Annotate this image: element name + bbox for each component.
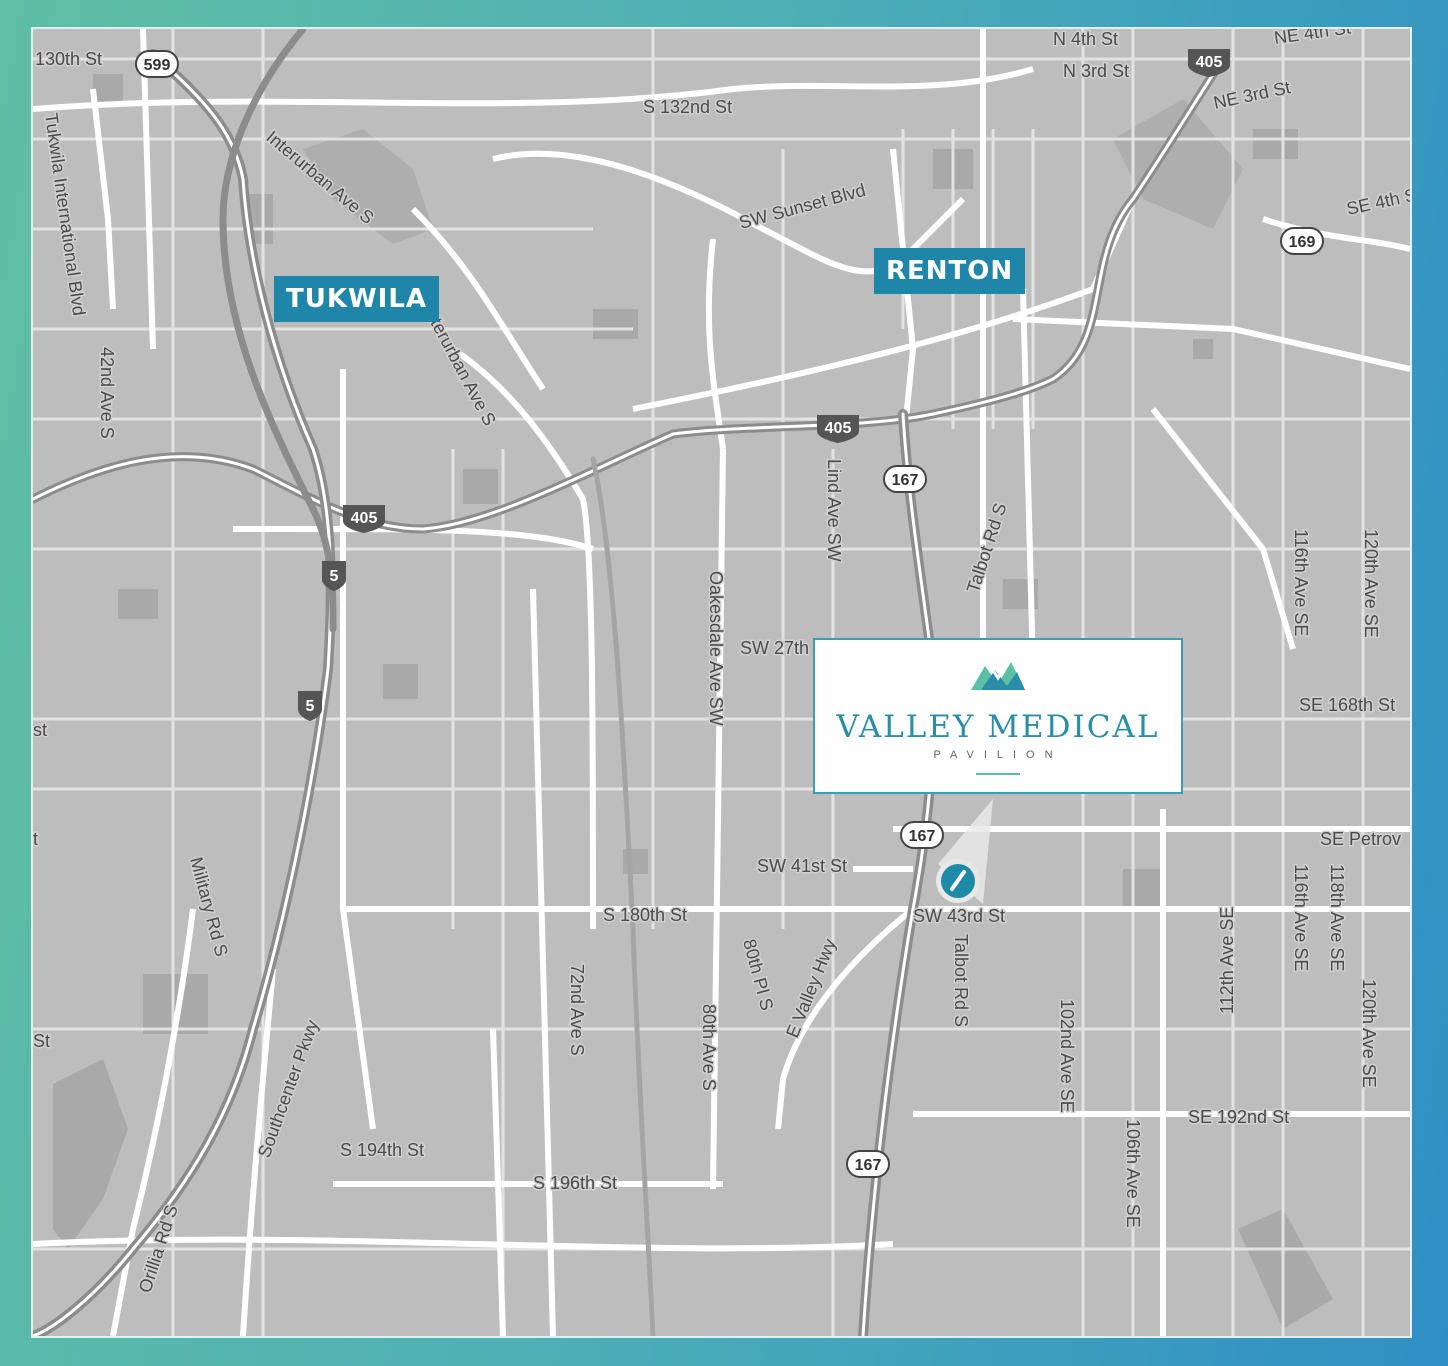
svg-text:599: 599 (144, 57, 171, 74)
shield-sr169: 169 (1280, 227, 1324, 255)
shield-sr167-north: 167 (883, 465, 927, 493)
svg-text:405: 405 (825, 420, 852, 437)
street-label: NE 3rd St (1212, 77, 1292, 113)
shield-sr167-south: 167 (846, 1150, 890, 1178)
major-roads (33, 29, 1410, 1336)
street-label: SW Sunset Blvd (737, 180, 868, 233)
street-label: 116th Ave SE (1291, 529, 1311, 636)
street-label: N 3rd St (1063, 61, 1129, 81)
street-label: St (33, 1031, 50, 1051)
street-label: SW 43rd St (913, 906, 1005, 926)
logo-divider (976, 773, 1020, 775)
street-label: Tukwila International Blvd (41, 112, 89, 317)
street-label: t (33, 829, 38, 849)
street-label: Lind Ave SW (824, 459, 844, 562)
svg-text:405: 405 (1196, 54, 1223, 71)
street-label: 80th Pl S (739, 937, 777, 1013)
street-label: st (33, 720, 47, 740)
city-label-renton: RENTON (874, 248, 1026, 294)
street-label: 72nd Ave S (567, 964, 587, 1056)
svg-text:167: 167 (892, 472, 919, 489)
minor-roads (33, 29, 1410, 1336)
street-label: 120th Ave SE (1361, 529, 1381, 638)
logo-subtitle: PAVILION (933, 749, 1063, 761)
shield-i405-north: 405 (1188, 49, 1230, 77)
valley-mountains-logo-icon (971, 662, 1025, 690)
street-label: 102nd Ave SE (1057, 999, 1077, 1113)
location-pin-icon[interactable] (936, 799, 993, 904)
street-label: S 196th St (533, 1173, 617, 1193)
street-label: 106th Ave SE (1123, 1119, 1143, 1228)
street-label: S 132nd St (643, 97, 732, 117)
street-label: SE 4th St (1345, 184, 1410, 219)
street-label: Talbot Rd S (951, 934, 971, 1027)
street-label: 42nd Ave S (97, 347, 117, 439)
street-label: 80th Ave S (699, 1004, 719, 1091)
svg-text:169: 169 (1289, 234, 1316, 251)
street-label: N 4th St (1053, 29, 1118, 49)
city-label-tukwila: TUKWILA (274, 276, 440, 322)
svg-text:5: 5 (306, 698, 315, 715)
shield-i405-center: 405 (817, 415, 859, 443)
shield-i405-west: 405 (343, 505, 385, 533)
street-label: SE 168th St (1299, 695, 1395, 715)
street-label: 130th St (35, 49, 102, 69)
street-label: NE 4th St (1273, 29, 1352, 48)
street-map[interactable]: 599 405 405 405 5 5 167 167 (33, 29, 1410, 1336)
street-label: S 194th St (340, 1140, 424, 1160)
shield-sr599: 599 (135, 50, 179, 78)
logo-name: VALLEY MEDICAL (836, 709, 1160, 745)
svg-text:5: 5 (330, 568, 339, 585)
street-label: 120th Ave SE (1359, 979, 1379, 1088)
valley-medical-logo-card[interactable]: VALLEY MEDICAL PAVILION (813, 638, 1183, 794)
shield-i5-lower: 5 (298, 691, 322, 721)
street-label: SE 192nd St (1188, 1107, 1289, 1127)
map-frame[interactable]: 599 405 405 405 5 5 167 167 (31, 27, 1412, 1338)
street-label: Military Rd S (186, 855, 232, 959)
highways (33, 29, 1410, 1336)
shield-i5-upper: 5 (322, 561, 346, 591)
svg-text:405: 405 (351, 510, 378, 527)
svg-text:167: 167 (909, 828, 936, 845)
street-label: SW 27th St (740, 638, 831, 658)
street-label: 116th Ave SE (1291, 864, 1311, 971)
street-label: SE Petrov (1320, 829, 1401, 849)
street-label: Oakesdale Ave SW (706, 571, 726, 726)
street-label: S 180th St (603, 905, 687, 925)
shield-sr167-middle: 167 (900, 821, 944, 849)
street-label: SW 41st St (757, 856, 847, 876)
svg-text:167: 167 (855, 1157, 882, 1174)
street-label: 112th Ave SE (1217, 907, 1237, 1014)
street-label: 118th Ave SE (1327, 864, 1347, 971)
